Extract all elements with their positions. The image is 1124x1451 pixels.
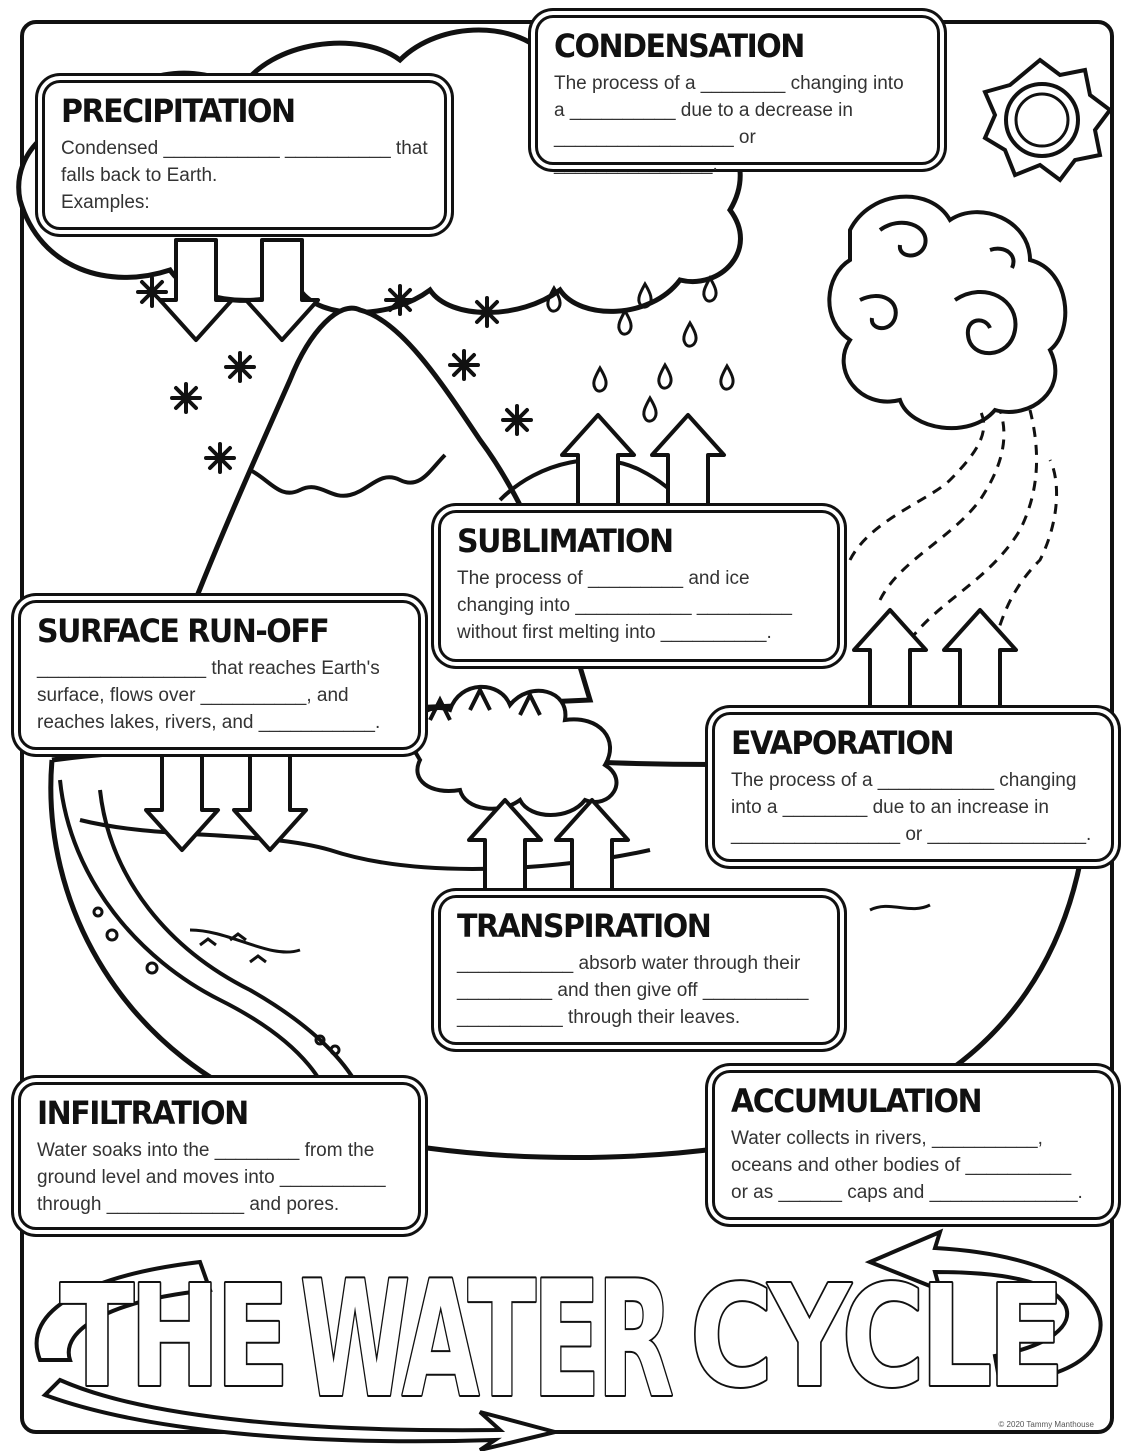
infiltration-line-3: through _____________ and pores.: [37, 1194, 340, 1215]
accumulation-line-3: or as ______ caps and ______________.: [731, 1182, 1083, 1203]
title-swoosh: [34, 1228, 1103, 1451]
surface-runoff-box: SURFACE RUN-OFF ________________ that re…: [18, 600, 421, 750]
evaporation-heading: EVAPORATION: [731, 725, 955, 763]
evaporation-box: EVAPORATION The process of a ___________…: [712, 712, 1114, 862]
condensation-box: CONDENSATION The process of a ________ c…: [535, 15, 940, 175]
infiltration-box: INFILTRATION Water soaks into the ______…: [18, 1082, 421, 1230]
sublimation-heading: SUBLIMATION: [457, 523, 674, 561]
condensation-heading: CONDENSATION: [554, 28, 805, 66]
sublimation-line-3: without first melting into __________.: [457, 622, 772, 643]
condensation-line-2: a __________ due to a decrease in: [554, 100, 853, 121]
precipitation-heading: PRECIPITATION: [61, 93, 296, 131]
trees: [409, 684, 619, 817]
surface-runoff-line-2: surface, flows over __________, and: [37, 685, 349, 706]
precipitation-line-2: falls back to Earth.: [61, 165, 218, 186]
transpiration-line-2: _________ and then give off __________: [457, 980, 809, 1001]
accumulation-line-2: oceans and other bodies of __________: [731, 1155, 1072, 1176]
precipitation-line-3: Examples:: [61, 192, 150, 213]
evaporation-line-2: into a ________ due to an increase in: [731, 797, 1049, 818]
vapor-paths: [848, 409, 1058, 661]
accumulation-box: ACCUMULATION Water collects in rivers, _…: [712, 1070, 1114, 1220]
accumulation-heading: ACCUMULATION: [731, 1083, 983, 1121]
precipitation-line-1: Condensed ___________ __________ that: [61, 138, 428, 159]
surface-runoff-line-1: ________________ that reaches Earth's: [37, 658, 380, 679]
transpiration-heading: TRANSPIRATION: [457, 908, 712, 946]
evaporation-line-1: The process of a ___________ changing: [731, 770, 1077, 791]
infiltration-heading: INFILTRATION: [37, 1095, 249, 1133]
sublimation-line-1: The process of _________ and ice: [457, 568, 750, 589]
transpiration-line-1: ___________ absorb water through their: [457, 953, 801, 974]
evaporation-arrow-left: [852, 608, 928, 712]
infiltration-line-1: Water soaks into the ________ from the: [37, 1140, 375, 1161]
transpiration-line-3: __________ through their leaves.: [457, 1007, 741, 1028]
sun-icon: [982, 57, 1113, 183]
surface-runoff-heading: SURFACE RUN-OFF: [37, 613, 330, 651]
infiltration-line-2: ground level and moves into __________: [37, 1167, 386, 1188]
title-word-the: THE: [60, 1256, 285, 1419]
surface-runoff-line-3: reaches lakes, rivers, and ___________.: [37, 712, 381, 733]
evaporation-arrow-right: [942, 608, 1018, 712]
swirl-clouds: [827, 194, 1068, 431]
condensation-line-3: _________________ or _______________.: [554, 127, 756, 175]
sublimation-line-2: changing into ___________ _________: [457, 595, 792, 616]
transpiration-box: TRANSPIRATION ___________ absorb water t…: [438, 895, 840, 1045]
sublimation-box: SUBLIMATION The process of _________ and…: [438, 510, 840, 662]
evaporation-line-3: ________________ or _______________.: [731, 824, 1092, 845]
accumulation-line-1: Water collects in rivers, __________,: [731, 1128, 1043, 1149]
sublimation-arrow-right: [650, 413, 726, 517]
title-text: THE WATER CYCLE: [58, 1244, 1068, 1435]
precipitation-box: PRECIPITATION Condensed ___________ ____…: [42, 80, 447, 230]
copyright-credit: © 2020 Tammy Manthouse: [998, 1420, 1094, 1429]
title-word-cycle: CYCLE: [690, 1256, 1060, 1419]
condensation-line-1: The process of a ________ changing into: [554, 73, 904, 94]
title-word-water: WATER: [300, 1246, 672, 1433]
